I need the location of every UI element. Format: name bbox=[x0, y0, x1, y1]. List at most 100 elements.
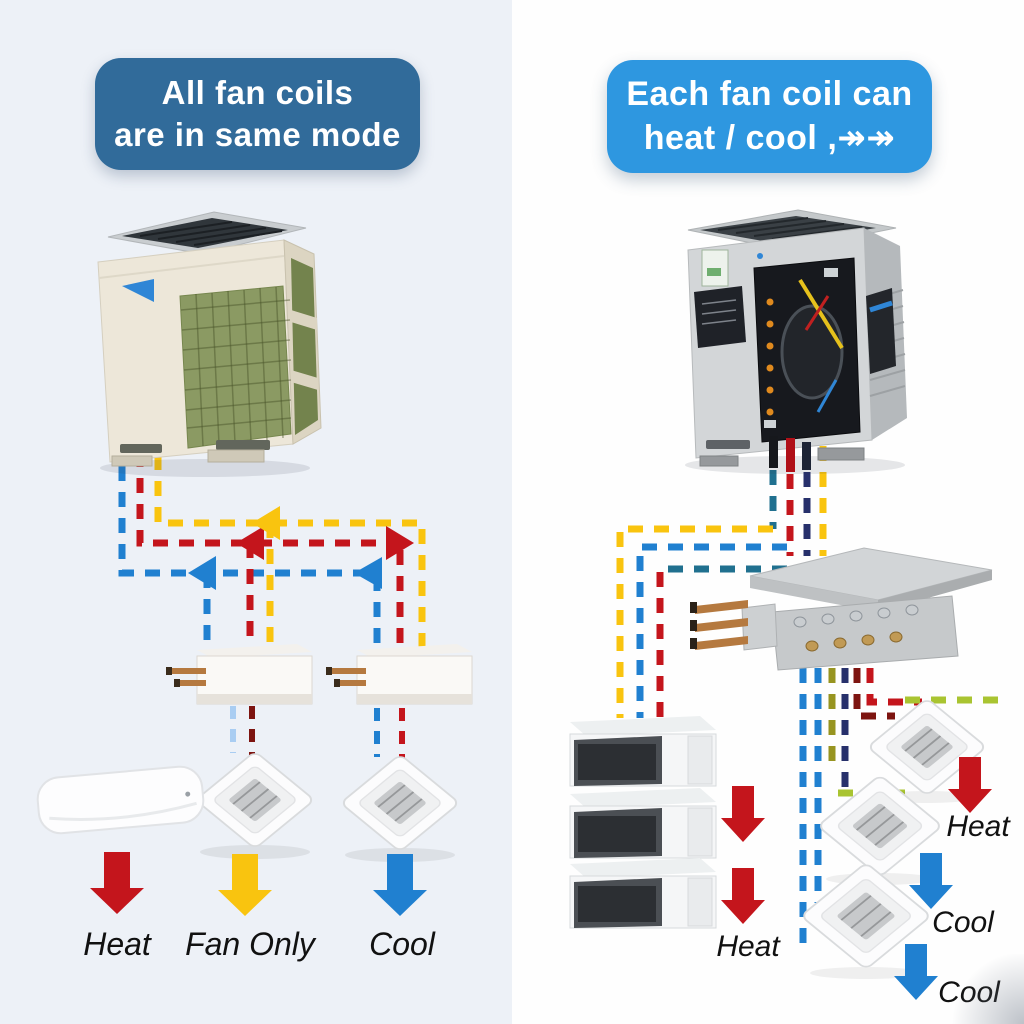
branch-port bbox=[849, 610, 863, 622]
wiring-node bbox=[766, 386, 774, 394]
heat-arrow-icon bbox=[90, 852, 144, 914]
branch-port bbox=[905, 604, 919, 616]
foot bbox=[817, 447, 865, 461]
pipe-cap bbox=[690, 620, 697, 631]
pipe-stub bbox=[786, 438, 795, 472]
foot bbox=[207, 449, 265, 463]
heat-label: Heat bbox=[83, 926, 151, 962]
compressor-scroll bbox=[780, 304, 844, 400]
grille-slats bbox=[232, 781, 278, 819]
wiring-node bbox=[766, 342, 774, 350]
branch-port-brass bbox=[889, 631, 903, 643]
air-inlet-dark bbox=[578, 816, 656, 852]
badge-line: heat / cool ,↠↠ bbox=[643, 118, 896, 157]
grille-slats bbox=[717, 217, 863, 240]
pipe-cap bbox=[174, 679, 180, 687]
wall-mounted-unit bbox=[36, 765, 205, 835]
cool-pipe bbox=[118, 440, 373, 577]
badge-line: are in same mode bbox=[114, 116, 401, 153]
bottom-vent bbox=[120, 444, 162, 453]
mode-arrows bbox=[90, 757, 992, 1000]
cool-label: Cool bbox=[932, 906, 994, 939]
fan-only-label: Fan Only bbox=[185, 926, 315, 962]
branch-port-brass bbox=[861, 634, 875, 646]
branch-port bbox=[877, 607, 891, 619]
fan-flow-arrow-icon bbox=[252, 506, 280, 540]
wiring-node bbox=[766, 364, 774, 372]
wiring-node bbox=[766, 408, 774, 416]
cool-flow-arrow-icon bbox=[354, 557, 382, 589]
heat-flow-arrow-icon bbox=[386, 526, 414, 560]
sticker-detail bbox=[707, 268, 721, 276]
copper-pipe bbox=[695, 600, 748, 614]
cool-arrow-icon bbox=[373, 854, 427, 916]
cassette-unit-right-1 bbox=[869, 700, 985, 794]
outdoor-unit-left bbox=[97, 211, 322, 477]
ducted-unit-right-1 bbox=[569, 716, 717, 787]
cassette-shadow bbox=[200, 845, 310, 859]
cassette-unit-left-1 bbox=[197, 753, 313, 847]
unit-base bbox=[197, 694, 312, 704]
ducted-unit-left-1 bbox=[166, 644, 313, 705]
copper-pipe bbox=[330, 668, 366, 674]
coil-fins bbox=[195, 286, 284, 447]
cassette-unit-right-3 bbox=[803, 864, 929, 968]
heat-arrow-icon bbox=[948, 757, 992, 813]
side-strut bbox=[291, 310, 317, 330]
end-cap bbox=[687, 735, 713, 785]
unit-top bbox=[570, 858, 716, 878]
brand-logo bbox=[757, 253, 763, 259]
pipe-cap bbox=[326, 667, 332, 675]
wall-unit-body bbox=[36, 765, 205, 835]
brand-logo bbox=[122, 279, 154, 302]
grille-slats bbox=[855, 806, 905, 846]
wiring-node bbox=[766, 320, 774, 328]
fan-pipe bbox=[154, 455, 426, 655]
right-mode-badge: Each fan coil can heat / cool ,↠↠ bbox=[607, 60, 932, 173]
wiring-node bbox=[766, 298, 774, 306]
cassette-unit-left-2 bbox=[342, 756, 458, 850]
front-coil bbox=[179, 285, 292, 449]
copper-pipe bbox=[695, 618, 748, 632]
cool-pipe-branch bbox=[636, 543, 787, 718]
copper-pipe bbox=[695, 636, 748, 650]
heat-pipe bbox=[866, 668, 922, 706]
unit-top bbox=[357, 644, 472, 658]
grille-slats bbox=[840, 895, 892, 937]
copper-pipe bbox=[178, 680, 206, 686]
branch-port bbox=[821, 613, 835, 625]
grille-slats bbox=[904, 728, 950, 766]
air-inlet-dark bbox=[578, 744, 656, 780]
cool-arrow-icon bbox=[894, 944, 938, 1000]
grille-slats bbox=[377, 784, 423, 822]
left-panel-background bbox=[0, 0, 512, 1024]
unit-top bbox=[570, 716, 716, 736]
coil-fins bbox=[180, 299, 292, 429]
branch-port-brass bbox=[805, 640, 819, 652]
yellow-wire bbox=[798, 278, 844, 350]
ducted-unit-right-2 bbox=[569, 788, 717, 859]
side-coil bbox=[291, 258, 318, 435]
copper-pipe bbox=[170, 668, 206, 674]
blue-wire bbox=[816, 379, 838, 413]
badge-line: Each fan coil can bbox=[626, 74, 913, 113]
unit-top bbox=[570, 788, 716, 808]
heat-flow-arrow-icon bbox=[236, 526, 264, 560]
copper-pipe bbox=[338, 680, 366, 686]
ducted-unit-left-2 bbox=[326, 644, 473, 705]
unit-base bbox=[357, 694, 472, 704]
cool-arrow-icon bbox=[909, 853, 953, 909]
ducted-unit-right-3 bbox=[569, 858, 717, 929]
corner-shadow bbox=[944, 954, 1024, 1024]
name-plate-text-lines bbox=[701, 299, 737, 325]
panel-seam bbox=[98, 255, 285, 279]
branch-port bbox=[793, 616, 807, 628]
pipe-stub bbox=[802, 442, 811, 470]
cool-label: Cool bbox=[938, 976, 1000, 1010]
heat-label: Heat bbox=[946, 810, 1010, 843]
end-cap bbox=[687, 877, 713, 927]
lid-edge bbox=[750, 576, 878, 612]
left-pipe-network bbox=[118, 440, 426, 760]
